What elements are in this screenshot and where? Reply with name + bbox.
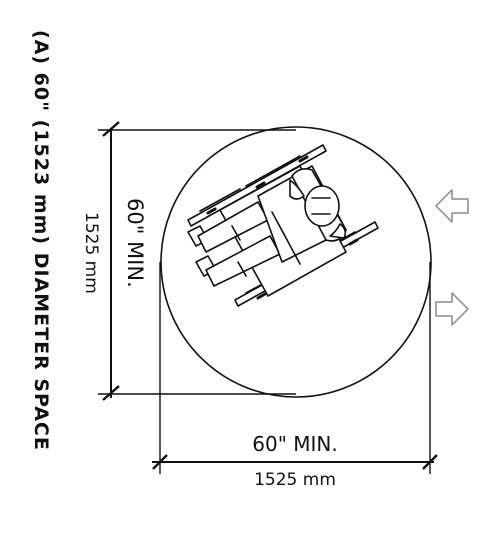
vertical-dimension [98,121,296,401]
vertical-dimension-metric: 1525 mm [81,212,101,294]
previous-arrow-button[interactable] [435,189,469,223]
arrow-left-icon [435,189,469,223]
wheel-top [187,144,327,227]
horizontal-dimension [152,262,438,474]
head [304,185,340,227]
wheelchair-user-icon [187,144,379,307]
figure-caption: (A) 60" (1523 mm) DIAMETER SPACE [30,30,52,451]
next-arrow-button[interactable] [435,292,469,326]
vertical-dimension-imperial: 60" MIN. [123,198,147,288]
horizontal-dimension-imperial: 60" MIN. [252,432,337,456]
turning-circle [160,126,432,398]
arrow-right-icon [435,292,469,326]
horizontal-dimension-metric: 1525 mm [254,470,336,490]
